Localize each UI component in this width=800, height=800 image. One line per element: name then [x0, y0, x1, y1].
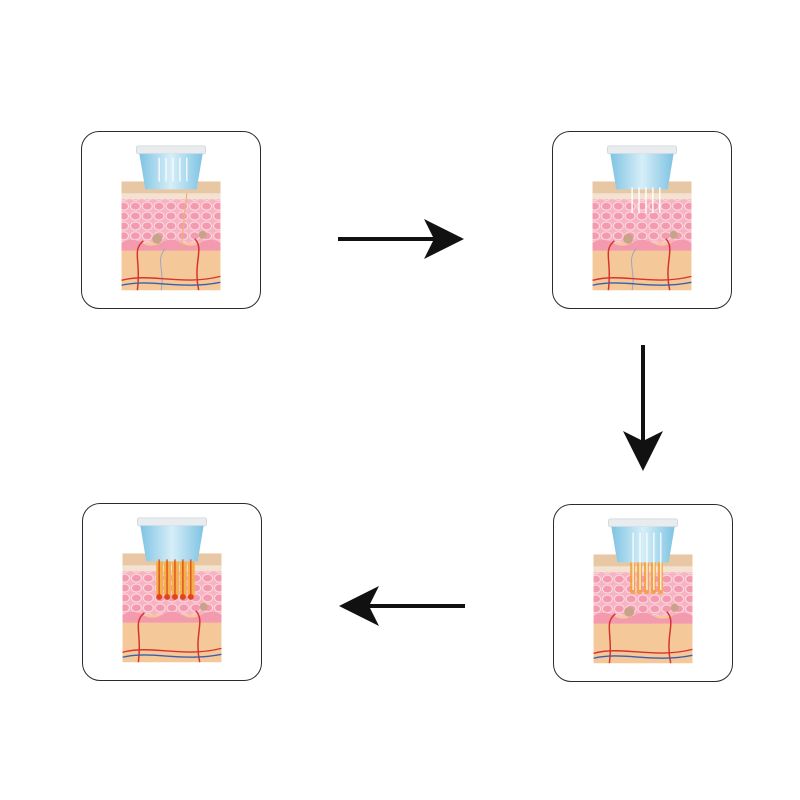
- skin-cross-section-needles-heating: [593, 518, 693, 664]
- arrow-down: [623, 345, 663, 471]
- microneedle-cap: [135, 145, 207, 190]
- step-3-panel: [553, 504, 733, 682]
- step-1-panel: [81, 131, 261, 309]
- microneedle-cap: [606, 145, 678, 214]
- skin-block: [593, 554, 693, 664]
- microneedle-cap: [136, 517, 208, 595]
- skin-block: [121, 181, 221, 291]
- skin-cross-section-needles-retracted: [121, 145, 221, 291]
- step-4-panel: [82, 503, 262, 681]
- microneedle-cap: [607, 518, 679, 591]
- arrow-right: [338, 219, 464, 259]
- step-2-panel: [552, 131, 732, 309]
- arrow-left: [339, 586, 465, 626]
- needles: [631, 187, 661, 214]
- skin-block: [592, 181, 692, 291]
- skin-cross-section-needles-full-heat: [122, 517, 222, 663]
- skin-cross-section-needles-penetrating: [592, 145, 692, 291]
